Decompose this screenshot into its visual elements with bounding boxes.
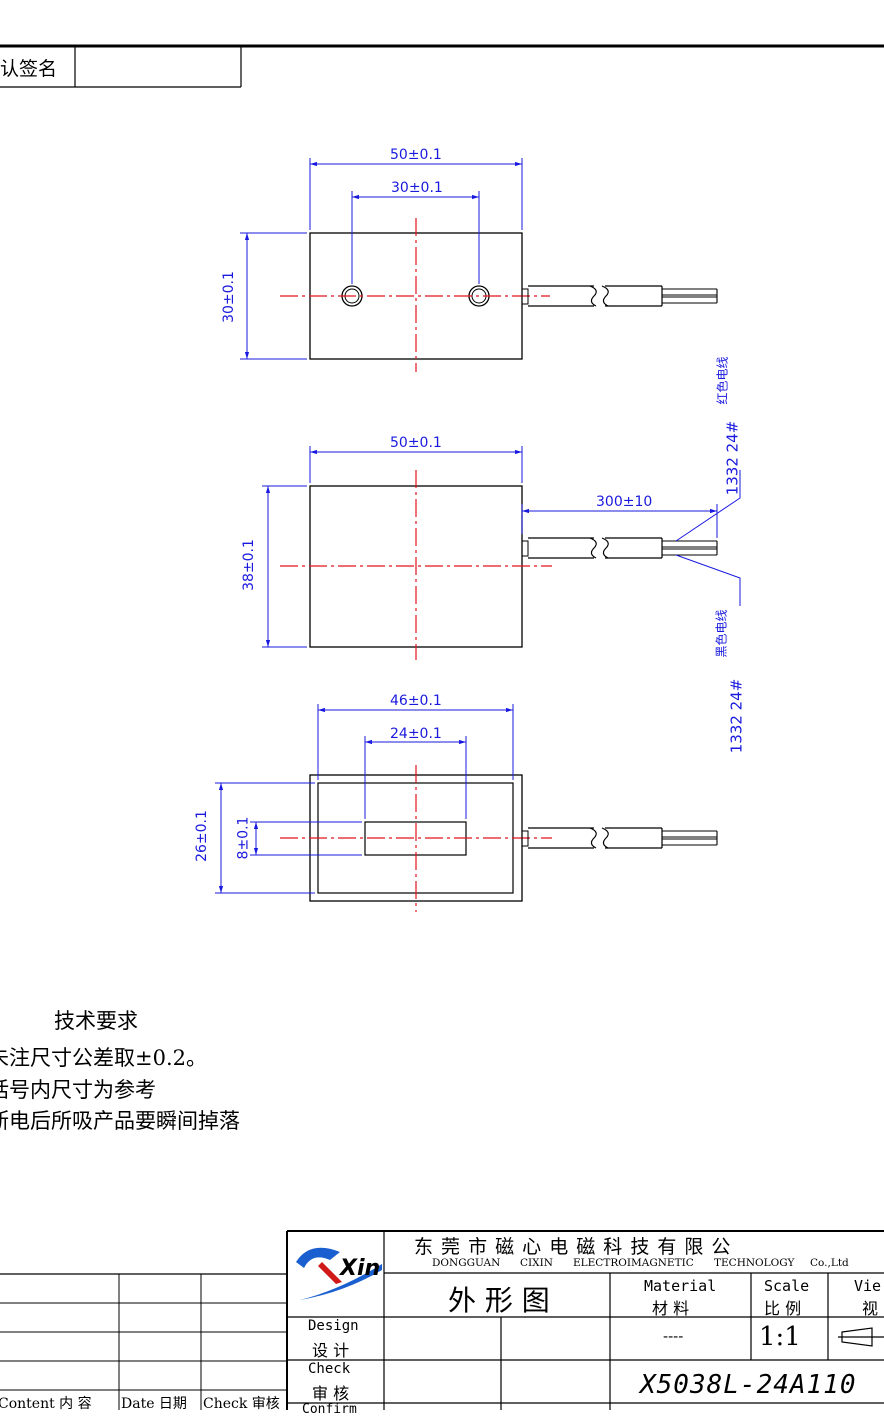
- rev-header-check: Check 审核: [203, 1396, 280, 1412]
- design-label-cn: 设 计: [312, 1341, 350, 1360]
- drawing-title: 外 形 图: [448, 1284, 550, 1317]
- front-view: [262, 446, 741, 660]
- logo-text: Xin: [340, 1256, 381, 1281]
- dim-front-height: 38±0.1: [240, 539, 257, 591]
- material-label-en: Material: [644, 1277, 717, 1295]
- dim-top-width: 50±0.1: [390, 147, 442, 163]
- red-wire-spec: 1332 24#: [723, 420, 742, 496]
- dim-top-hole-spacing: 30±0.1: [391, 180, 443, 196]
- material-label-cn: 材 料: [652, 1299, 690, 1318]
- dim-bottom-slot-width: 24±0.1: [390, 726, 442, 742]
- company-name-en-2: CIXIN: [520, 1257, 553, 1269]
- dim-lead-length: 300±10: [596, 494, 653, 510]
- check-label-cn: 审 核: [312, 1384, 350, 1403]
- company-name-en-5: Co.,Ltd: [810, 1257, 849, 1269]
- dim-top-height: 30±0.1: [220, 271, 237, 323]
- dim-front-width: 50±0.1: [390, 435, 442, 451]
- black-wire-leader: [675, 554, 741, 606]
- part-number: X5038L-24A110: [640, 1370, 857, 1400]
- header-frame: [0, 44, 884, 88]
- view-label-en: Vie: [854, 1277, 882, 1295]
- tech-req-item: 括号内尺寸为参考: [0, 1078, 156, 1102]
- bottom-view: [215, 704, 718, 912]
- projection-symbol-icon: [838, 1327, 884, 1347]
- black-wire-label: 黑色电线: [714, 609, 729, 658]
- dim-bottom-height: 26±0.1: [193, 810, 210, 862]
- company-name-cn: 东 莞 市 磁 心 电 磁 科 技 有 限 公: [414, 1236, 732, 1258]
- company-name-en-3: ELECTROIMAGNETIC: [573, 1257, 694, 1269]
- red-wire-leader: [675, 470, 741, 542]
- scale-label-en: Scale: [764, 1277, 810, 1295]
- scale-label-cn: 比 例: [764, 1299, 802, 1318]
- rev-header-content: Content 内 容: [0, 1396, 92, 1412]
- tech-req-item: 断电后所吸产品要瞬间掉落: [0, 1109, 240, 1133]
- company-logo: [296, 1247, 382, 1300]
- design-label-en: Design: [308, 1318, 359, 1334]
- company-name-en-1: DONGGUAN: [432, 1257, 501, 1269]
- bottom-wire: [521, 827, 718, 849]
- top-wire: [521, 285, 718, 307]
- dim-bottom-width: 46±0.1: [390, 693, 442, 709]
- black-wire-spec: 1332 24#: [727, 678, 746, 754]
- tech-req-title: 技术要求: [54, 1009, 138, 1033]
- company-name-en-4: TECHNOLOGY: [714, 1257, 795, 1269]
- title-block-frame: [0, 1230, 884, 1410]
- material-value: ----: [663, 1327, 684, 1345]
- check-label-en: Check: [308, 1361, 351, 1377]
- view-label-cn: 视: [862, 1299, 879, 1318]
- scale-value: 1:1: [759, 1322, 801, 1352]
- tech-req-item: 未注尺寸公差取±0.2。: [0, 1046, 207, 1070]
- dim-bottom-slot-height: 8±0.1: [235, 816, 252, 860]
- red-wire-label: 红色电线: [715, 356, 730, 405]
- front-wire: [521, 537, 718, 559]
- top-view: [240, 158, 718, 372]
- rev-header-date: Date 日期: [121, 1396, 187, 1412]
- signature-label: 认签名: [0, 58, 58, 80]
